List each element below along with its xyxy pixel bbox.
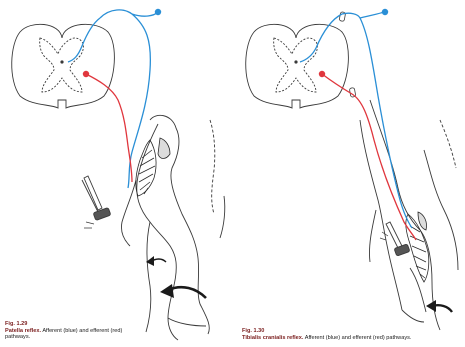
dog-leg-outline-left: [121, 115, 224, 340]
afferent-pathway-right: [300, 9, 412, 228]
figure-number: Fig. 1.29: [5, 321, 125, 328]
figure-caption-tibialis: Fig. 1.30 Tibialis cranialis reflex. Aff…: [242, 328, 464, 341]
reflex-hammer-icon-right: [380, 222, 410, 256]
spinal-cord-section-right: [246, 24, 349, 108]
figure-title: Tibialis cranialis reflex.: [242, 335, 303, 341]
efferent-pathway-right: [319, 71, 416, 240]
nerve-roots-right: [339, 12, 356, 98]
figure-tibialis: [246, 9, 458, 330]
quadriceps-muscle-left: [136, 138, 170, 196]
movement-arrow-icon-right: [426, 300, 452, 312]
efferent-pathway-left: [83, 71, 132, 182]
reflex-hammer-icon-left: [82, 176, 111, 228]
afferent-pathway-left: [68, 9, 161, 188]
figure-title: Patella reflex.: [5, 328, 41, 334]
figure-description: Afferent (blue) and efferent (red) pathw…: [305, 335, 412, 341]
figure-caption-patella: Fig. 1.29 Patella reflex. Afferent (blue…: [5, 321, 125, 341]
figure-patella: [12, 9, 225, 340]
spinal-cord-section-left: [12, 24, 115, 108]
figure-number: Fig. 1.30: [242, 328, 464, 335]
